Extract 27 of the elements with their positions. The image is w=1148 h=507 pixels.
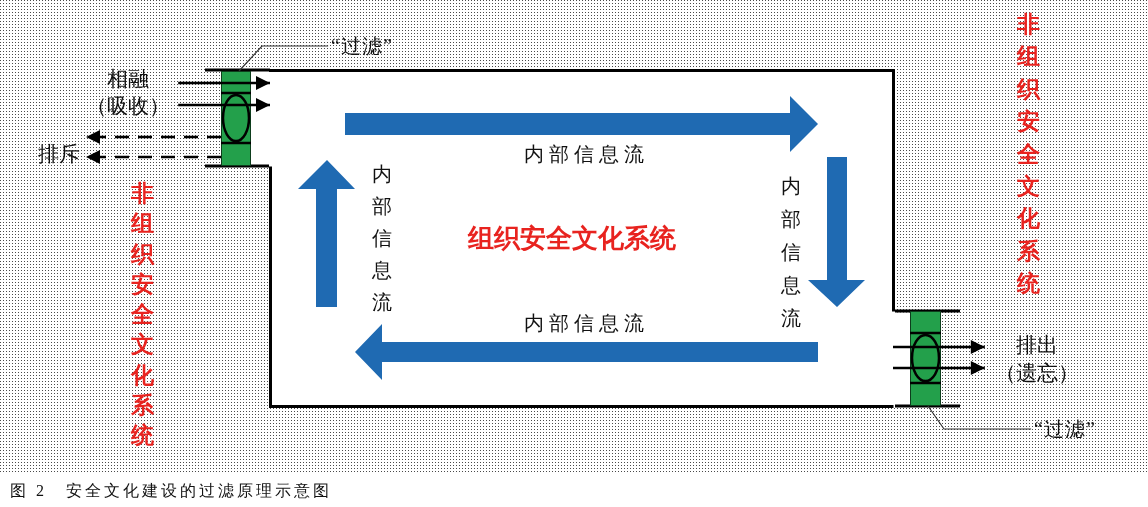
region-label: 非组织安全文化系统	[1016, 10, 1040, 299]
filter-symbol	[910, 311, 941, 406]
flow-label: 内部信息流	[372, 162, 392, 315]
connector-line	[893, 345, 910, 349]
arrow	[251, 76, 270, 90]
connector-line	[178, 103, 221, 107]
flow-label: 排出（遗忘）	[990, 331, 1084, 387]
arrow	[941, 361, 985, 375]
leader-line	[927, 405, 1032, 430]
flow-label: 相融（吸收）	[81, 66, 175, 120]
flow-label: 内部信息流	[523, 141, 649, 167]
figure-caption: 图 2 安全文化建设的过滤原理示意图	[10, 481, 332, 501]
system-title: 组织安全文化系统	[468, 221, 676, 255]
leader-line	[238, 45, 329, 72]
dashed-arrow	[86, 130, 221, 144]
connector-line	[893, 366, 910, 370]
filter-symbol	[221, 71, 251, 166]
flow-label: 内部信息流	[523, 310, 649, 336]
arrow	[251, 98, 270, 112]
region-label: 非组织安全文化系统	[130, 179, 154, 451]
callout-label: “过滤”	[331, 32, 393, 60]
arrow	[941, 340, 985, 354]
connector-line	[178, 81, 221, 85]
callout-label: “过滤”	[1034, 415, 1096, 443]
flow-label: 排斥	[38, 140, 80, 168]
flow-label: 内部信息流	[781, 174, 801, 331]
dashed-arrow	[86, 150, 221, 164]
